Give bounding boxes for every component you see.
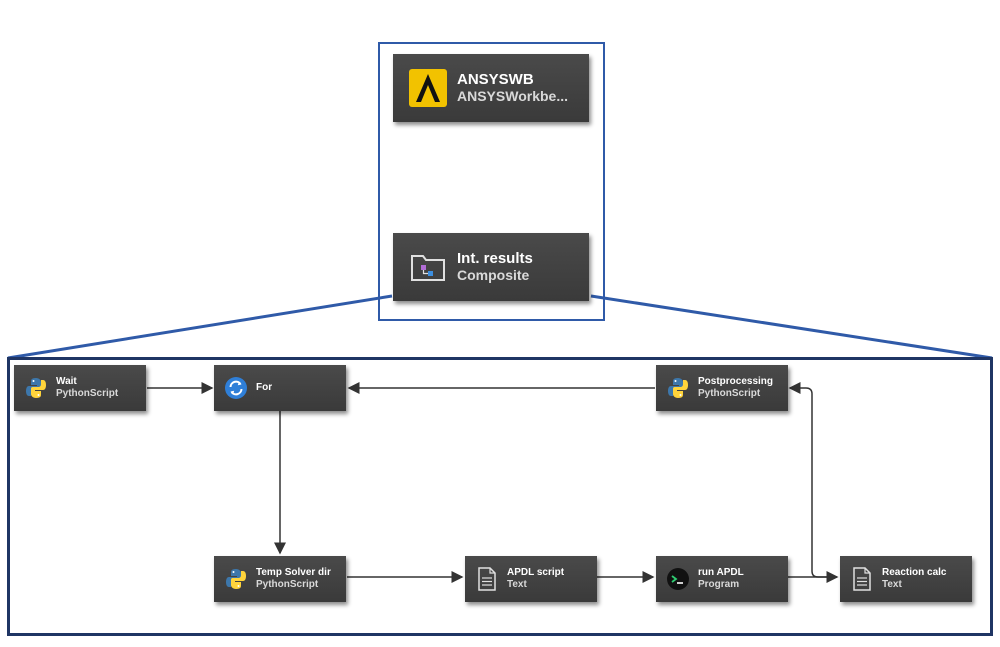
text-document-icon (850, 567, 874, 591)
python-icon (24, 376, 48, 400)
edge-reactioncalc-postprocessing (788, 382, 837, 578)
node-title: APDL script (507, 567, 565, 578)
node-type: Program (698, 579, 740, 590)
ansys-logo-icon (409, 69, 447, 107)
composite-detail-frame (7, 357, 993, 636)
python-icon (224, 567, 248, 591)
node-type: ANSYSWorkbe... (457, 88, 568, 104)
node-type: PythonScript (56, 388, 119, 399)
node-apdl-script[interactable]: APDL script Text (465, 556, 597, 602)
zoom-line-left (7, 294, 393, 360)
node-type: PythonScript (256, 579, 319, 590)
python-icon (666, 376, 690, 400)
node-wait[interactable]: Wait PythonScript (14, 365, 146, 411)
text-document-icon (475, 567, 499, 591)
workflow-frame (378, 42, 605, 321)
node-title: Wait (56, 376, 77, 387)
node-type: Text (507, 579, 527, 590)
node-int-results[interactable]: Int. results Composite (393, 233, 589, 301)
node-ansyswb[interactable]: ANSYSWB ANSYSWorkbe... (393, 54, 589, 122)
node-temp-solver-dir[interactable]: Temp Solver dir PythonScript (214, 556, 346, 602)
node-type: Composite (457, 267, 530, 283)
node-title: Int. results (457, 250, 533, 267)
node-run-apdl[interactable]: run APDL Program (656, 556, 788, 602)
node-title: Postprocessing (698, 376, 774, 387)
node-type: Text (882, 579, 902, 590)
node-title: Temp Solver dir (256, 567, 331, 578)
terminal-icon (666, 567, 690, 591)
node-for[interactable]: For (214, 365, 346, 411)
node-reaction-calc[interactable]: Reaction calc Text (840, 556, 972, 602)
node-type: PythonScript (698, 388, 761, 399)
zoom-line-right (590, 294, 993, 360)
node-title: For (256, 382, 273, 393)
node-title: run APDL (698, 567, 744, 578)
node-title: ANSYSWB (457, 71, 534, 88)
node-title: Reaction calc (882, 567, 947, 578)
loop-icon (224, 376, 248, 400)
node-postprocessing[interactable]: Postprocessing PythonScript (656, 365, 788, 411)
folder-composite-icon (409, 248, 447, 286)
